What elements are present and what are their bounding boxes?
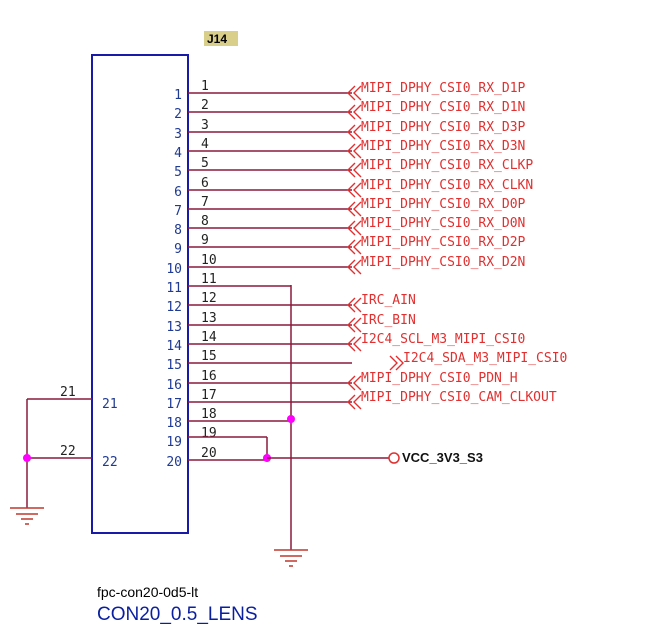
- net-label-13: IRC_BIN: [361, 313, 416, 328]
- net-labels-layer: MIPI_DPHY_CSI0_RX_D1P MIPI_DPHY_CSI0_RX_D…: [347, 81, 567, 410]
- net-port-14: [347, 336, 362, 352]
- wire-number-17: 17: [201, 388, 217, 403]
- pin-number-16: 16: [166, 378, 182, 393]
- pin-number-15: 15: [166, 358, 182, 373]
- wires-layer: [188, 92, 352, 461]
- pin-number-2: 2: [174, 107, 182, 122]
- junction-dot-pin18: [287, 415, 295, 423]
- pin-number-4: 4: [174, 146, 182, 161]
- net-label-12: IRC_AIN: [361, 293, 416, 308]
- net-port-7: [347, 201, 362, 217]
- net-port-5: [347, 162, 362, 178]
- net-label-7: MIPI_DPHY_CSI0_RX_D0P: [361, 197, 526, 212]
- net-port-9: [347, 239, 362, 255]
- wire-number-20: 20: [201, 446, 217, 461]
- power-net-label: VCC_3V3_S3: [402, 450, 483, 465]
- pin-number-13: 13: [166, 320, 182, 335]
- refdes-background: [204, 31, 238, 46]
- net-label-5: MIPI_DPHY_CSI0_RX_CLKP: [361, 158, 533, 173]
- pin-number-3: 3: [174, 127, 182, 142]
- net-label-1: MIPI_DPHY_CSI0_RX_D1P: [361, 81, 526, 96]
- left-pins-wiring: 21 22 21 22: [10, 385, 118, 525]
- pin-number-20: 20: [166, 455, 182, 470]
- wire-number-11: 11: [201, 272, 217, 287]
- wire-number-5: 5: [201, 156, 209, 171]
- pin-number-9: 9: [174, 242, 182, 257]
- wire-number-7: 7: [201, 195, 209, 210]
- power-net: VCC_3V3_S3: [267, 450, 483, 465]
- pin-number-11: 11: [166, 281, 182, 296]
- net-label-4: MIPI_DPHY_CSI0_RX_D3N: [361, 139, 525, 154]
- wire-number-1: 1: [201, 79, 209, 94]
- ground-symbol-right: [274, 549, 308, 567]
- net-label-9: MIPI_DPHY_CSI0_RX_D2P: [361, 235, 526, 250]
- footprint-label: fpc-con20-0d5-lt: [97, 584, 198, 600]
- pin-number-5: 5: [174, 165, 182, 180]
- net-label-6: MIPI_DPHY_CSI0_RX_CLKN: [361, 178, 533, 193]
- component-value-label: CON20_0.5_LENS: [97, 604, 258, 624]
- connector-body: [91, 54, 189, 534]
- net-label-3: MIPI_DPHY_CSI0_RX_D3P: [361, 120, 526, 135]
- net-port-10: [347, 259, 362, 275]
- net-port-6: [347, 182, 362, 198]
- net-port-15: [389, 355, 404, 371]
- net-port-1: [347, 85, 362, 101]
- wire-number-12: 12: [201, 291, 217, 306]
- pin-number-8: 8: [174, 223, 182, 238]
- net-label-15: I2C4_SDA_M3_MIPI_CSI0: [403, 351, 567, 366]
- wire-number-8: 8: [201, 214, 209, 229]
- wire-number-14: 14: [201, 330, 217, 345]
- pin-number-6: 6: [174, 185, 182, 200]
- net-label-17: MIPI_DPHY_CSI0_CAM_CLKOUT: [361, 390, 557, 405]
- net-port-16: [347, 375, 362, 391]
- net-port-4: [347, 143, 362, 159]
- wire-number-13: 13: [201, 311, 217, 326]
- pin-number-1: 1: [174, 88, 182, 103]
- wire-number-16: 16: [201, 369, 217, 384]
- ground-symbol-left: [10, 507, 44, 525]
- net-label-2: MIPI_DPHY_CSI0_RX_D1N: [361, 100, 525, 115]
- pin22-number: 22: [102, 455, 118, 470]
- pin21-number: 21: [102, 397, 118, 412]
- net-label-16: MIPI_DPHY_CSI0_PDN_H: [361, 371, 518, 386]
- net-label-10: MIPI_DPHY_CSI0_RX_D2N: [361, 255, 525, 270]
- power-port-circle: [388, 452, 400, 464]
- refdes-label: J14: [207, 32, 227, 46]
- net-port-3: [347, 124, 362, 140]
- net-port-8: [347, 220, 362, 236]
- net-port-13: [347, 317, 362, 333]
- wire-number-15: 15: [201, 349, 217, 364]
- pin-number-14: 14: [166, 339, 182, 354]
- wire-number-2: 2: [201, 98, 209, 113]
- pin-number-7: 7: [174, 204, 182, 219]
- net-port-12: [347, 297, 362, 313]
- pin22-wire-number: 22: [60, 444, 76, 459]
- wire-number-9: 9: [201, 233, 209, 248]
- wire-number-19: 19: [201, 426, 217, 441]
- net-label-14: I2C4_SCL_M3_MIPI_CSI0: [361, 332, 525, 347]
- ground-wiring: [188, 285, 308, 567]
- wire-number-3: 3: [201, 118, 209, 133]
- junction-dot-pin22: [23, 454, 31, 462]
- wire-number-18: 18: [201, 407, 217, 422]
- pin-number-12: 12: [166, 300, 182, 315]
- net-port-17: [347, 394, 362, 410]
- pin-number-19: 19: [166, 435, 182, 450]
- net-label-8: MIPI_DPHY_CSI0_RX_D0N: [361, 216, 525, 231]
- pin-numbers-layer: 1122334455667788991010111112121313141415…: [166, 79, 216, 470]
- pin-number-17: 17: [166, 397, 182, 412]
- pin-number-18: 18: [166, 416, 182, 431]
- wire-number-6: 6: [201, 176, 209, 191]
- pin-number-10: 10: [166, 262, 182, 277]
- wire-number-4: 4: [201, 137, 209, 152]
- net-port-2: [347, 104, 362, 120]
- wire-number-10: 10: [201, 253, 217, 268]
- pin21-wire-number: 21: [60, 385, 76, 400]
